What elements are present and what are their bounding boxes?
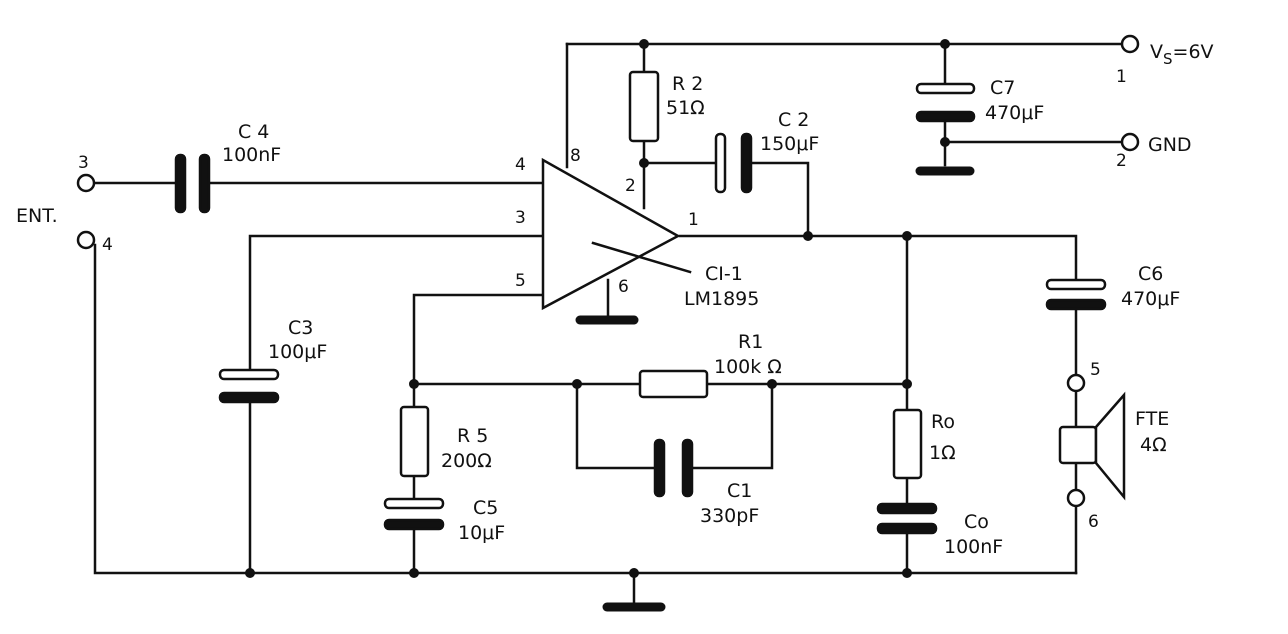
r1-value: 100k Ω: [714, 356, 782, 378]
terminal-input-3: [76, 173, 96, 193]
input-pin-4: 4: [102, 235, 113, 255]
r5-ref: R 5: [457, 425, 488, 447]
c5-ref: C5: [473, 497, 498, 519]
ic-pin-1: 1: [688, 210, 699, 230]
r5-value: 200Ω: [441, 450, 492, 472]
r1-ref: R1: [738, 331, 763, 353]
ic-pin-5: 5: [515, 271, 526, 291]
c2-ref: C 2: [778, 109, 809, 131]
co-value: 100nF: [944, 536, 1003, 558]
c1-value: 330pF: [700, 505, 759, 527]
capacitor-c4: [174, 153, 211, 214]
ic-pin-6: 6: [618, 277, 629, 297]
pin-label-vs: 1: [1116, 67, 1127, 87]
terminal-input-4: [76, 230, 96, 250]
ro-value: 1Ω: [929, 442, 956, 464]
speaker-pin-6: 6: [1088, 512, 1099, 532]
speaker-value: 4Ω: [1140, 434, 1167, 456]
junction-dots: [245, 39, 950, 578]
capacitor-co: [876, 502, 938, 535]
resistor-r2: [628, 70, 660, 143]
r2-ref: R 2: [672, 73, 703, 95]
terminal-gnd: [1120, 132, 1140, 152]
speaker-icon: [1058, 391, 1126, 501]
supply-label: VS=6V: [1150, 41, 1214, 68]
c7-value: 470μF: [985, 102, 1044, 124]
capacitor-c2: [714, 132, 753, 194]
speaker-pin-5: 5: [1090, 360, 1101, 380]
capacitor-c7: [915, 82, 976, 123]
ic-pin-8: 8: [570, 146, 581, 166]
terminal-speaker-6: [1066, 488, 1086, 508]
r2-value: 51Ω: [666, 97, 705, 119]
c1-ref: C1: [727, 480, 752, 502]
c2-value: 150μF: [760, 133, 819, 155]
c3-ref: C3: [288, 317, 313, 339]
c6-value: 470μF: [1121, 288, 1180, 310]
c4-value: 100nF: [222, 144, 281, 166]
resistor-r5: [399, 405, 430, 478]
gnd-label: GND: [1148, 134, 1192, 156]
c7-ref: C7: [990, 77, 1015, 99]
c5-value: 10μF: [458, 522, 505, 544]
resistor-r1: [638, 369, 709, 399]
ic-part: LM1895: [684, 288, 759, 310]
resistor-ro: [892, 408, 923, 480]
capacitor-c5: [383, 497, 445, 531]
c6-ref: C6: [1138, 263, 1163, 285]
c4-ref: C 4: [238, 121, 269, 143]
terminal-vs: [1120, 34, 1140, 54]
capacitor-c1: [653, 438, 694, 498]
capacitor-c3: [218, 368, 280, 404]
ic-pin-2: 2: [625, 176, 636, 196]
input-label: ENT.: [16, 205, 58, 227]
ic-pin-3: 3: [515, 208, 526, 228]
capacitor-c6: [1045, 278, 1107, 311]
ic-lm1895-amplifier: [541, 157, 692, 311]
terminal-speaker-5: [1066, 373, 1086, 393]
input-pin-3: 3: [78, 153, 89, 173]
speaker-ref: FTE: [1135, 408, 1169, 430]
pin-label-gnd: 2: [1116, 151, 1127, 171]
ic-pointer-line: [591, 241, 692, 274]
c3-value: 100μF: [268, 341, 327, 363]
ro-ref: Ro: [931, 411, 955, 433]
ic-ref: CI-1: [705, 263, 743, 285]
co-ref: Co: [964, 511, 989, 533]
ic-pin-4: 4: [515, 155, 526, 175]
